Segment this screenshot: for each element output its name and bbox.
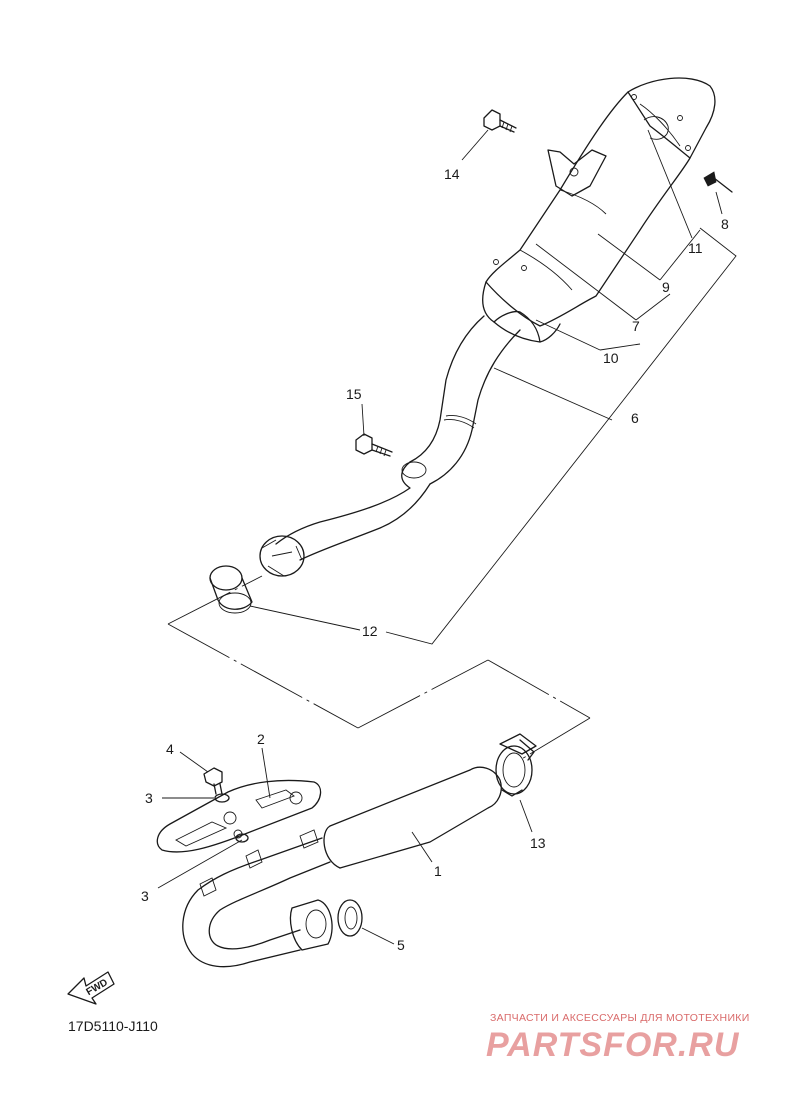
fwd-arrow-icon: FWD <box>67 971 115 1005</box>
washer-3-lower <box>235 833 249 843</box>
clamp-13 <box>495 733 537 797</box>
rivet-8 <box>703 171 733 193</box>
diagram-code: 17D5110-J110 <box>68 1018 158 1034</box>
muffler-assembly <box>259 77 716 577</box>
callout-3-lower: 3 <box>141 888 149 904</box>
washer-3-upper <box>214 793 230 803</box>
callout-13: 13 <box>530 835 546 851</box>
callout-8: 8 <box>721 216 729 232</box>
callout-14: 14 <box>444 166 460 182</box>
protector-2 <box>156 779 322 853</box>
exhaust-pipe-1 <box>182 766 502 968</box>
callout-11: 11 <box>688 240 703 256</box>
callout-6: 6 <box>631 410 639 426</box>
watermark-tagline: ЗАПЧАСТИ И АКСЕССУАРЫ ДЛЯ МОТОТЕХНИКИ <box>490 1012 750 1024</box>
callout-15: 15 <box>346 386 362 402</box>
callout-9: 9 <box>662 279 670 295</box>
gasket-5 <box>337 899 363 937</box>
callout-4: 4 <box>166 741 174 757</box>
gasket-12 <box>209 565 253 614</box>
callout-numbers: 1 2 3 3 4 5 6 7 8 9 10 11 12 13 14 15 <box>141 166 729 953</box>
bolt-15 <box>355 433 393 457</box>
callout-1: 1 <box>434 863 442 879</box>
callout-10: 10 <box>603 350 619 366</box>
callout-3-upper: 3 <box>145 790 153 806</box>
watermark-brand: PARTSFOR.RU <box>486 1026 740 1064</box>
assembly-outline <box>167 227 737 761</box>
callout-5: 5 <box>397 937 405 953</box>
bolt-14 <box>483 109 517 133</box>
screw-4 <box>203 767 223 795</box>
watermark: ЗАПЧАСТИ И АКСЕССУАРЫ ДЛЯ МОТОТЕХНИКИ PA… <box>486 1012 750 1064</box>
callout-12: 12 <box>362 623 378 639</box>
leader-lines <box>157 129 723 945</box>
callout-2: 2 <box>257 731 265 747</box>
callout-7: 7 <box>632 318 640 334</box>
